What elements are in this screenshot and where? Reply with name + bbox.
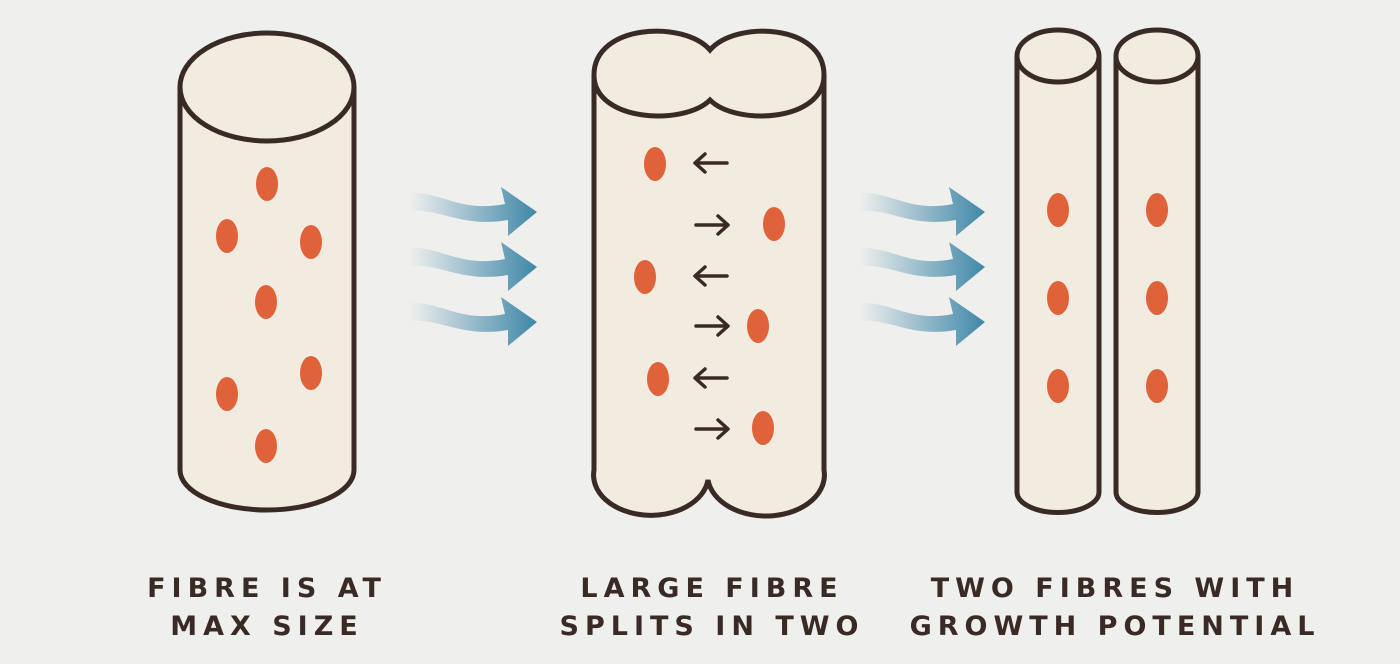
nucleus: [1047, 193, 1069, 227]
nucleus: [1146, 193, 1168, 227]
nucleus: [1146, 281, 1168, 315]
split-direction-arrows: [693, 152, 730, 440]
caption-line: SPLITS IN TWO: [559, 611, 865, 642]
caption-two-fibres: TWO FIBRES WITH GROWTH POTENTIAL: [910, 570, 1321, 646]
nucleus: [216, 377, 238, 411]
caption-fibre-max-size: FIBRE IS AT MAX SIZE: [147, 570, 387, 646]
blue-wavy-arrow-icon: [860, 242, 985, 291]
caption-line: FIBRE IS AT: [147, 573, 387, 604]
black-arrow-icon: [694, 418, 730, 440]
nucleus: [1047, 369, 1069, 403]
fibre-max-size-nuclei: [216, 167, 322, 463]
blue-wavy-arrow-icon: [860, 297, 985, 346]
flow-arrows-1: [410, 187, 537, 346]
fibre-splitting-nuclei: [634, 147, 785, 445]
nucleus: [216, 219, 238, 253]
fibre-splitting-top: [591, 28, 827, 119]
caption-fibre-splits: LARGE FIBRE SPLITS IN TWO: [560, 570, 865, 646]
nucleus: [1146, 369, 1168, 403]
nucleus: [647, 362, 669, 396]
nucleus: [256, 167, 278, 201]
black-arrow-icon: [693, 152, 729, 174]
fibre-splitting: [591, 28, 827, 519]
fibre-splitting-body: [591, 75, 827, 519]
fibre-left-new: [1014, 27, 1102, 515]
nucleus: [300, 356, 322, 390]
fibre-right-new-top: [1113, 27, 1201, 85]
nucleus: [255, 285, 277, 319]
nucleus: [300, 225, 322, 259]
blue-wavy-arrow-icon: [410, 242, 537, 291]
nucleus: [255, 429, 277, 463]
black-arrow-icon: [693, 367, 729, 389]
fibre-max-size: [177, 30, 357, 513]
fibre-right-new: [1113, 27, 1201, 515]
nucleus: [763, 207, 785, 241]
caption-line: MAX SIZE: [170, 611, 364, 642]
fibre-max-size-top: [177, 30, 357, 144]
black-arrow-icon: [694, 214, 730, 236]
nucleus: [752, 411, 774, 445]
blue-wavy-arrow-icon: [860, 187, 985, 236]
blue-wavy-arrow-icon: [410, 187, 537, 236]
caption-line: GROWTH POTENTIAL: [909, 611, 1321, 642]
nucleus: [1047, 281, 1069, 315]
blue-wavy-arrow-icon: [410, 297, 537, 346]
flow-arrows-2: [860, 187, 985, 346]
caption-line: TWO FIBRES WITH: [930, 573, 1300, 604]
caption-line: LARGE FIBRE: [580, 573, 844, 604]
nucleus: [644, 147, 666, 181]
nucleus: [747, 309, 769, 343]
nucleus: [634, 260, 656, 294]
fibre-left-new-top: [1014, 27, 1102, 85]
black-arrow-icon: [693, 265, 729, 287]
black-arrow-icon: [694, 315, 730, 337]
